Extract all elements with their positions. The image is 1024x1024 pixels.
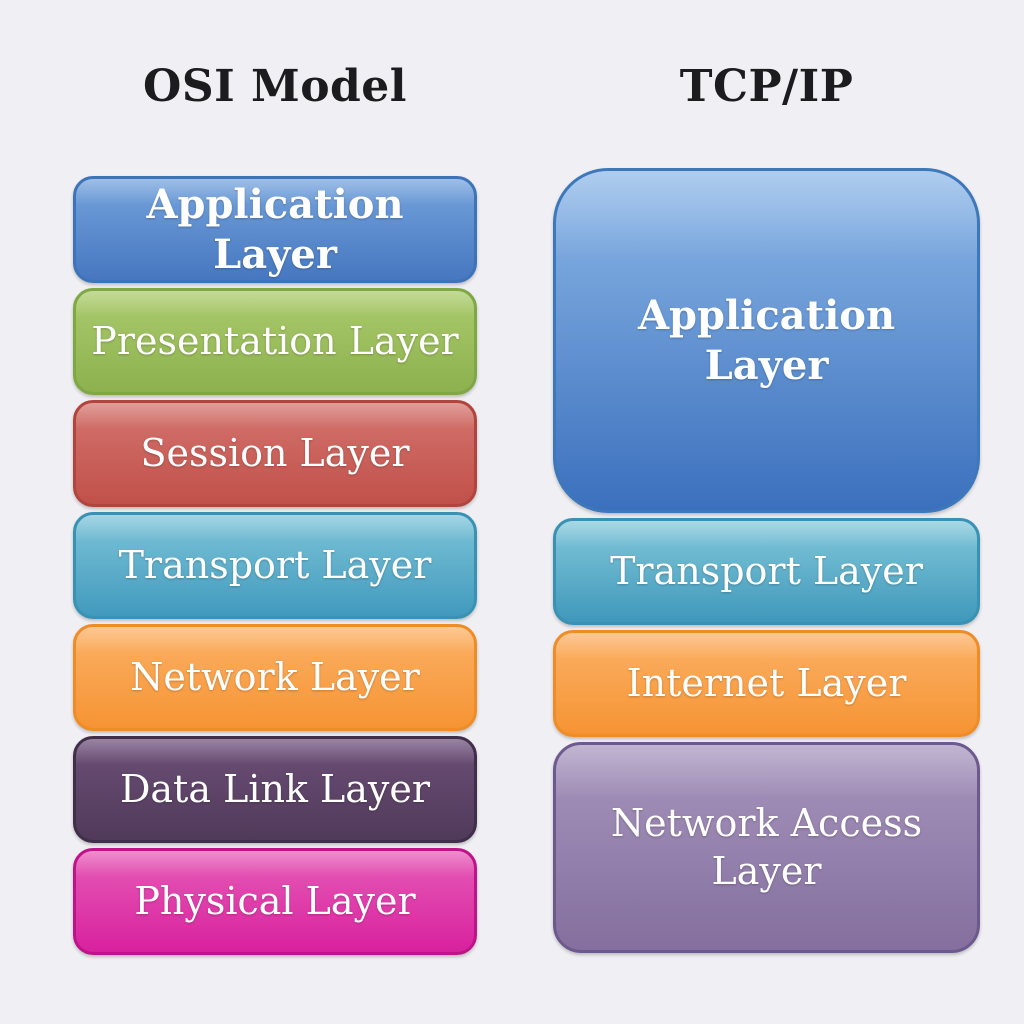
osi-box-session-label: Session Layer (140, 430, 410, 475)
osi-box-network: Network Layer (73, 624, 477, 731)
osi-box-application-label: Application Layer (146, 180, 404, 278)
osi-box-presentation-label: Presentation Layer (91, 318, 459, 363)
osi-box-network-label: Network Layer (130, 654, 420, 699)
osi-box-physical: Physical Layer (73, 848, 477, 955)
tcpip-box-internet-label: Internet Layer (626, 660, 907, 705)
osi-column-title: OSI Model (142, 61, 408, 112)
osi-box-presentation: Presentation Layer (73, 288, 477, 395)
osi-box-datalink: Data Link Layer (73, 736, 477, 843)
tcpip-box-network-access: Network Access Layer (553, 742, 980, 953)
tcpip-column-title: TCP/IP (679, 61, 854, 112)
osi-box-physical-label: Physical Layer (134, 878, 416, 923)
osi-box-datalink-label: Data Link Layer (119, 766, 431, 811)
osi-box-transport: Transport Layer (73, 512, 477, 619)
tcpip-box-application-label: Application Layer (637, 291, 896, 389)
osi-box-session: Session Layer (73, 400, 477, 507)
tcpip-box-application: Application Layer (553, 168, 980, 513)
osi-box-application: Application Layer (73, 176, 477, 283)
tcpip-box-transport: Transport Layer (553, 518, 980, 625)
tcpip-box-network-access-label: Network Access Layer (610, 801, 923, 893)
tcpip-box-transport-label: Transport Layer (610, 548, 923, 593)
tcpip-column: Application Layer Transport Layer Intern… (553, 168, 980, 953)
osi-box-transport-label: Transport Layer (118, 542, 432, 587)
osi-column: Application Layer Presentation Layer Ses… (73, 176, 477, 955)
tcpip-box-internet: Internet Layer (553, 630, 980, 737)
